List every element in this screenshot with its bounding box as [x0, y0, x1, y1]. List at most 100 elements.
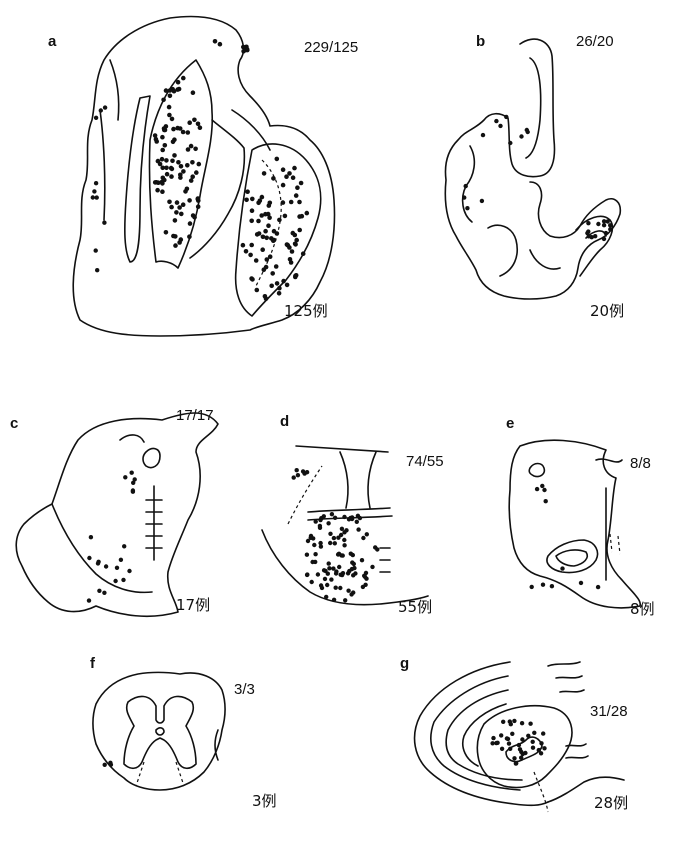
lesion-dot: [260, 247, 265, 252]
lesion-dot: [520, 737, 524, 741]
lesion-dot: [370, 565, 374, 569]
lesion-dot: [350, 560, 354, 564]
lesion-dot: [520, 721, 524, 725]
lesion-dot: [602, 237, 606, 241]
lesion-dot: [351, 590, 355, 594]
lesion-dot: [501, 720, 505, 724]
lesion-dot: [596, 222, 600, 226]
panel-f-ratio: 3/3: [234, 681, 255, 698]
lesion-dot: [160, 166, 165, 171]
lesion-dot: [318, 518, 322, 522]
lesion-dot: [541, 731, 545, 735]
lesion-dot: [254, 288, 259, 293]
panel-d-fourth-ventricle: [340, 452, 376, 508]
lesion-dot: [504, 115, 508, 119]
lesion-dot: [178, 126, 183, 131]
lesion-dot: [299, 181, 304, 186]
lesion-dot: [323, 577, 327, 581]
lesion-dot: [269, 284, 274, 289]
lesion-dot: [185, 163, 190, 168]
lesion-dot: [261, 235, 266, 240]
panel-a-count: 125例: [284, 302, 328, 320]
panel-f-count: 3例: [252, 792, 277, 810]
lesion-dot: [514, 761, 518, 765]
lesion-dot: [113, 579, 117, 583]
lesion-dot: [596, 585, 600, 589]
lesion-dot: [245, 189, 250, 194]
panel-a-lesion-dots: [91, 39, 310, 301]
lesion-dot: [164, 88, 169, 93]
lesion-dot: [305, 211, 310, 216]
panel-c-ratio: 17/17: [176, 407, 214, 424]
lesion-dot: [248, 253, 253, 258]
lesion-dot: [96, 560, 100, 564]
panel-e: e 8/8 8例: [506, 415, 655, 618]
lesion-dot: [328, 532, 332, 536]
lesion-dot: [249, 243, 254, 248]
lesion-dot: [314, 519, 318, 523]
lesion-dot: [535, 487, 539, 491]
lesion-dot: [87, 598, 91, 602]
lesion-dot: [519, 134, 523, 138]
panel-c-cerebral-peduncle: [52, 504, 152, 592]
panel-g-dashed: [534, 772, 548, 812]
panel-e-fibers: [610, 534, 620, 554]
lesion-dot: [131, 481, 135, 485]
lesion-dot: [130, 471, 134, 475]
panel-g-lesion-dots: [490, 719, 546, 766]
lesion-dot: [334, 586, 338, 590]
lesion-dot: [99, 108, 103, 112]
lesion-dot: [267, 215, 272, 220]
panel-c: c 17/17 17例: [10, 407, 218, 616]
panel-b-outline: [445, 39, 620, 299]
lesion-dot: [325, 583, 329, 587]
lesion-dot: [160, 148, 165, 153]
lesion-dot: [155, 188, 160, 193]
lesion-dot: [512, 756, 516, 760]
lesion-dot: [94, 248, 98, 252]
lesion-dot: [531, 746, 535, 750]
panel-a: a 229/125 125例: [48, 17, 358, 337]
lesion-dot: [97, 589, 101, 593]
lesion-dot: [608, 227, 612, 231]
lesion-dot: [192, 215, 197, 220]
panel-f-lateral: [215, 730, 218, 760]
lesion-dot: [284, 174, 289, 179]
lesion-dot: [294, 193, 299, 198]
lesion-dot: [254, 258, 259, 263]
lesion-dot: [494, 119, 498, 123]
lesion-dot: [171, 140, 176, 145]
lesion-dot: [523, 751, 527, 755]
lesion-dot: [293, 274, 298, 279]
lesion-dot: [91, 195, 95, 199]
lesion-dot: [179, 237, 184, 242]
lesion-dot: [542, 488, 546, 492]
lesion-dot: [358, 516, 362, 520]
lesion-dot: [295, 468, 299, 472]
lesion-dot: [337, 565, 341, 569]
lesion-dot: [268, 254, 273, 259]
lesion-dot: [153, 133, 158, 138]
lesion-dot: [270, 271, 275, 276]
lesion-dot: [183, 189, 188, 194]
lesion-dot: [480, 199, 484, 203]
lesion-dot: [163, 143, 168, 148]
lesion-dot: [332, 598, 336, 602]
panel-c-outline: [16, 413, 218, 616]
lesion-dot: [95, 195, 99, 199]
panel-e-inferior-olive: [547, 540, 598, 573]
lesion-dot: [173, 218, 178, 223]
lesion-dot: [94, 116, 98, 120]
lesion-dot: [269, 236, 274, 241]
panel-d-ticks: [380, 548, 390, 572]
lesion-dot: [326, 572, 330, 576]
lesion-dot: [297, 200, 302, 205]
lesion-dot: [164, 230, 169, 235]
lesion-dot: [103, 763, 107, 767]
panel-a-sulcus: [100, 110, 105, 220]
lesion-dot: [190, 160, 195, 165]
lesion-dot: [508, 719, 512, 723]
lesion-dot: [191, 90, 196, 95]
lesion-dot: [305, 573, 309, 577]
lesion-dot: [181, 76, 186, 81]
